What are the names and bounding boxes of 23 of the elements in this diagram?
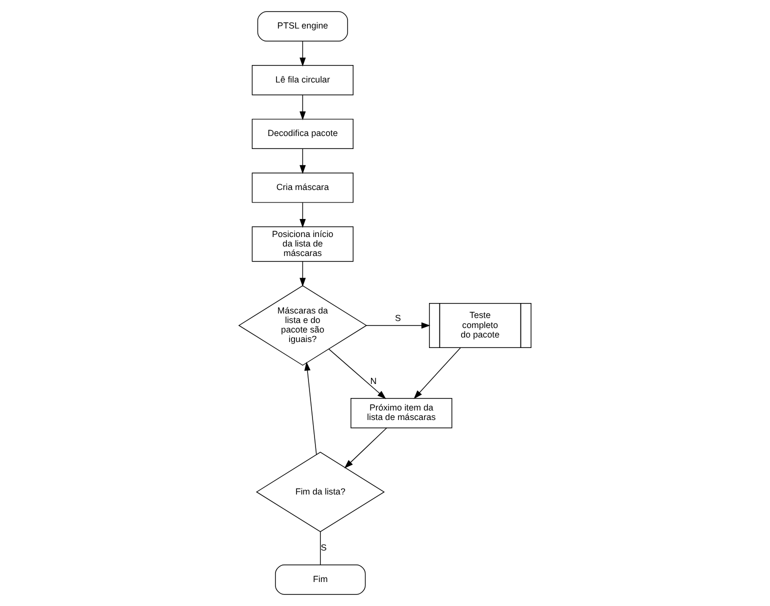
- arrow: [300, 40, 306, 66]
- node-box: Fim: [275, 564, 366, 595]
- arrow: [304, 362, 317, 455]
- edge-label: S: [320, 542, 327, 553]
- edge-label: N: [370, 376, 377, 386]
- node-box: Posiciona início da lista de máscaras: [252, 226, 354, 262]
- node-box: PTSL engine: [257, 11, 348, 42]
- node-diamond: Fim da lista?: [256, 452, 385, 532]
- node-box: Lê fila circular: [252, 65, 354, 96]
- arrow: [300, 148, 306, 174]
- arrow: [344, 428, 388, 468]
- arrow: [328, 348, 386, 400]
- arrow: [366, 322, 430, 329]
- edge-label: S: [394, 312, 401, 323]
- connector: [320, 531, 321, 566]
- arrow: [300, 202, 306, 228]
- arrow: [300, 261, 306, 287]
- node-box: Cria máscara: [252, 172, 354, 203]
- node-diamond: Máscaras da lista e do pacote são iguais?: [238, 285, 368, 366]
- node-box: Decodifica pacote: [252, 118, 354, 150]
- arrow: [414, 347, 461, 399]
- arrow: [300, 94, 306, 120]
- node-box: Próximo item da lista de máscaras: [350, 398, 452, 428]
